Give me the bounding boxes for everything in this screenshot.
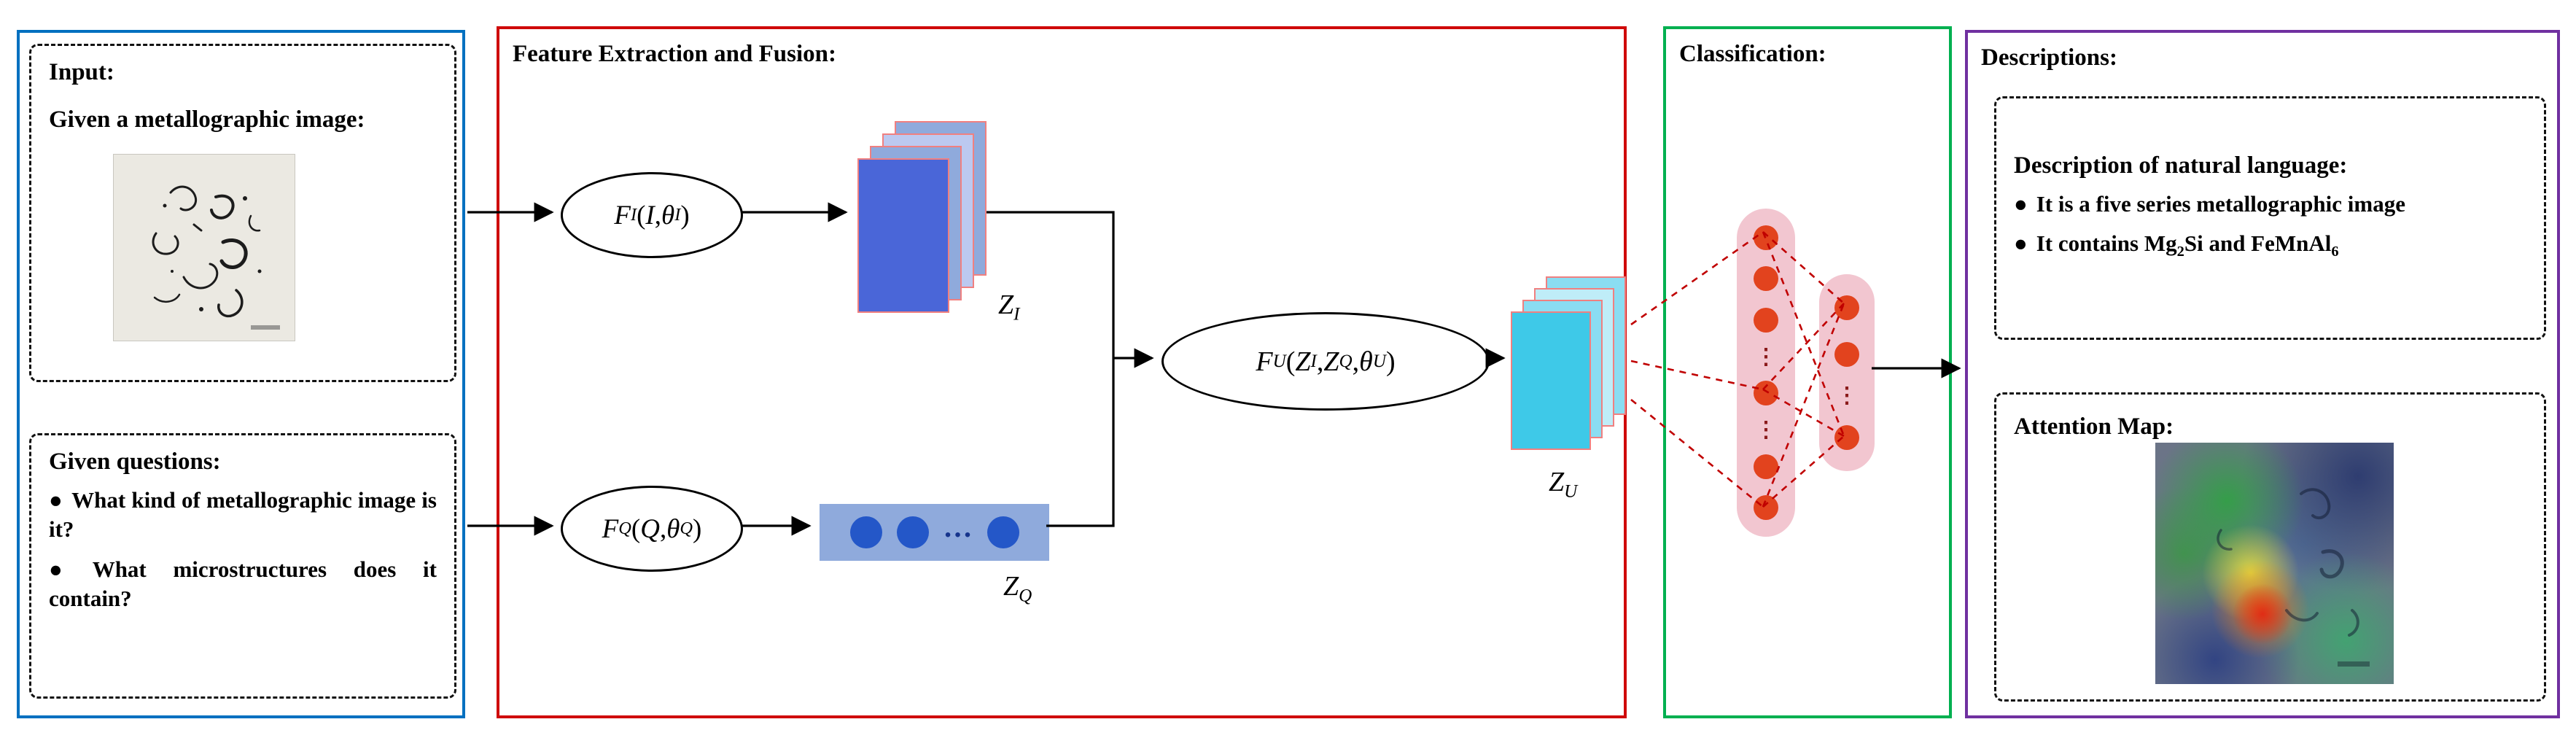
question-text: What kind of metallographic image is it? bbox=[49, 487, 437, 543]
output-layer-pill: ⋮ bbox=[1819, 274, 1875, 471]
metallographic-texture bbox=[152, 185, 280, 330]
question-text: What microstructures does it contain? bbox=[49, 556, 437, 611]
fused-feature-stack bbox=[1511, 276, 1631, 455]
question-item: ●What microstructures does it contain? bbox=[49, 555, 437, 614]
input-panel: Input: Given a metallographic image: bbox=[17, 30, 465, 718]
feature-layer bbox=[1511, 311, 1591, 450]
classification-panel: Classification: ⋮ ⋮ ⋮ bbox=[1663, 26, 1952, 718]
input-image-box: Input: Given a metallographic image: bbox=[29, 44, 456, 382]
questions-title: Given questions: bbox=[49, 449, 221, 475]
neuron-dot bbox=[1754, 225, 1778, 250]
ellipsis-dots: … bbox=[943, 510, 973, 543]
bullet-glyph: ● bbox=[2014, 191, 2028, 217]
bullet-glyph: ● bbox=[2014, 230, 2028, 257]
question-item: ●What kind of metallographic image is it… bbox=[49, 486, 437, 545]
feature-dot bbox=[987, 516, 1019, 548]
neuron-dot bbox=[1754, 495, 1778, 521]
vertical-ellipsis: ⋮ bbox=[1836, 384, 1858, 408]
zi-label: ZI bbox=[998, 290, 1020, 325]
attention-map-image bbox=[2155, 443, 2394, 684]
image-label: Given a metallographic image: bbox=[49, 106, 365, 133]
neuron-dot bbox=[1834, 341, 1859, 367]
attention-texture bbox=[2217, 488, 2370, 667]
vertical-ellipsis: ⋮ bbox=[1755, 417, 1777, 442]
metallographic-image bbox=[113, 154, 295, 341]
hidden-layer-pill: ⋮ ⋮ bbox=[1737, 209, 1795, 537]
natural-language-box: Description of natural language: ● It is … bbox=[1994, 96, 2546, 340]
bullet-glyph: ● bbox=[49, 556, 84, 582]
feature-dot bbox=[849, 516, 882, 548]
bullet-glyph: ● bbox=[49, 487, 63, 513]
zu-label: ZU bbox=[1549, 467, 1578, 502]
classification-panel-title: Classification: bbox=[1679, 41, 1826, 67]
zq-label: ZQ bbox=[1003, 571, 1032, 606]
description-text: It is a five series metallographic image bbox=[2036, 191, 2405, 217]
description-item: ● It contains Mg2Si and FeMnAl6 bbox=[2014, 229, 2526, 260]
input-title: Input: bbox=[49, 59, 114, 85]
nl-title: Description of natural language: bbox=[2014, 152, 2348, 179]
question-feature-vector: … bbox=[820, 504, 1049, 561]
fusion-panel-title: Feature Extraction and Fusion: bbox=[513, 41, 836, 67]
vertical-ellipsis: ⋮ bbox=[1755, 344, 1777, 369]
description-text: It contains Mg2Si and FeMnAl6 bbox=[2036, 230, 2339, 260]
neuron-dot bbox=[1834, 295, 1859, 321]
attention-map-box: Attention Map: bbox=[1994, 392, 2546, 702]
neuron-dot bbox=[1754, 307, 1778, 333]
neuron-dot bbox=[1754, 266, 1778, 292]
attention-title: Attention Map: bbox=[2014, 413, 2174, 440]
neuron-dot bbox=[1754, 454, 1778, 479]
descriptions-panel: Descriptions: Description of natural lan… bbox=[1965, 30, 2560, 718]
image-feature-stack bbox=[857, 121, 989, 315]
description-item: ● It is a five series metallographic imag… bbox=[2014, 190, 2526, 219]
feature-layer bbox=[857, 158, 949, 313]
neuron-dot bbox=[1834, 424, 1859, 450]
descriptions-panel-title: Descriptions: bbox=[1981, 44, 2117, 71]
neuron-dot bbox=[1754, 381, 1778, 406]
feature-dot bbox=[896, 516, 929, 548]
input-questions-box: Given questions: ●What kind of metallogr… bbox=[29, 433, 456, 699]
